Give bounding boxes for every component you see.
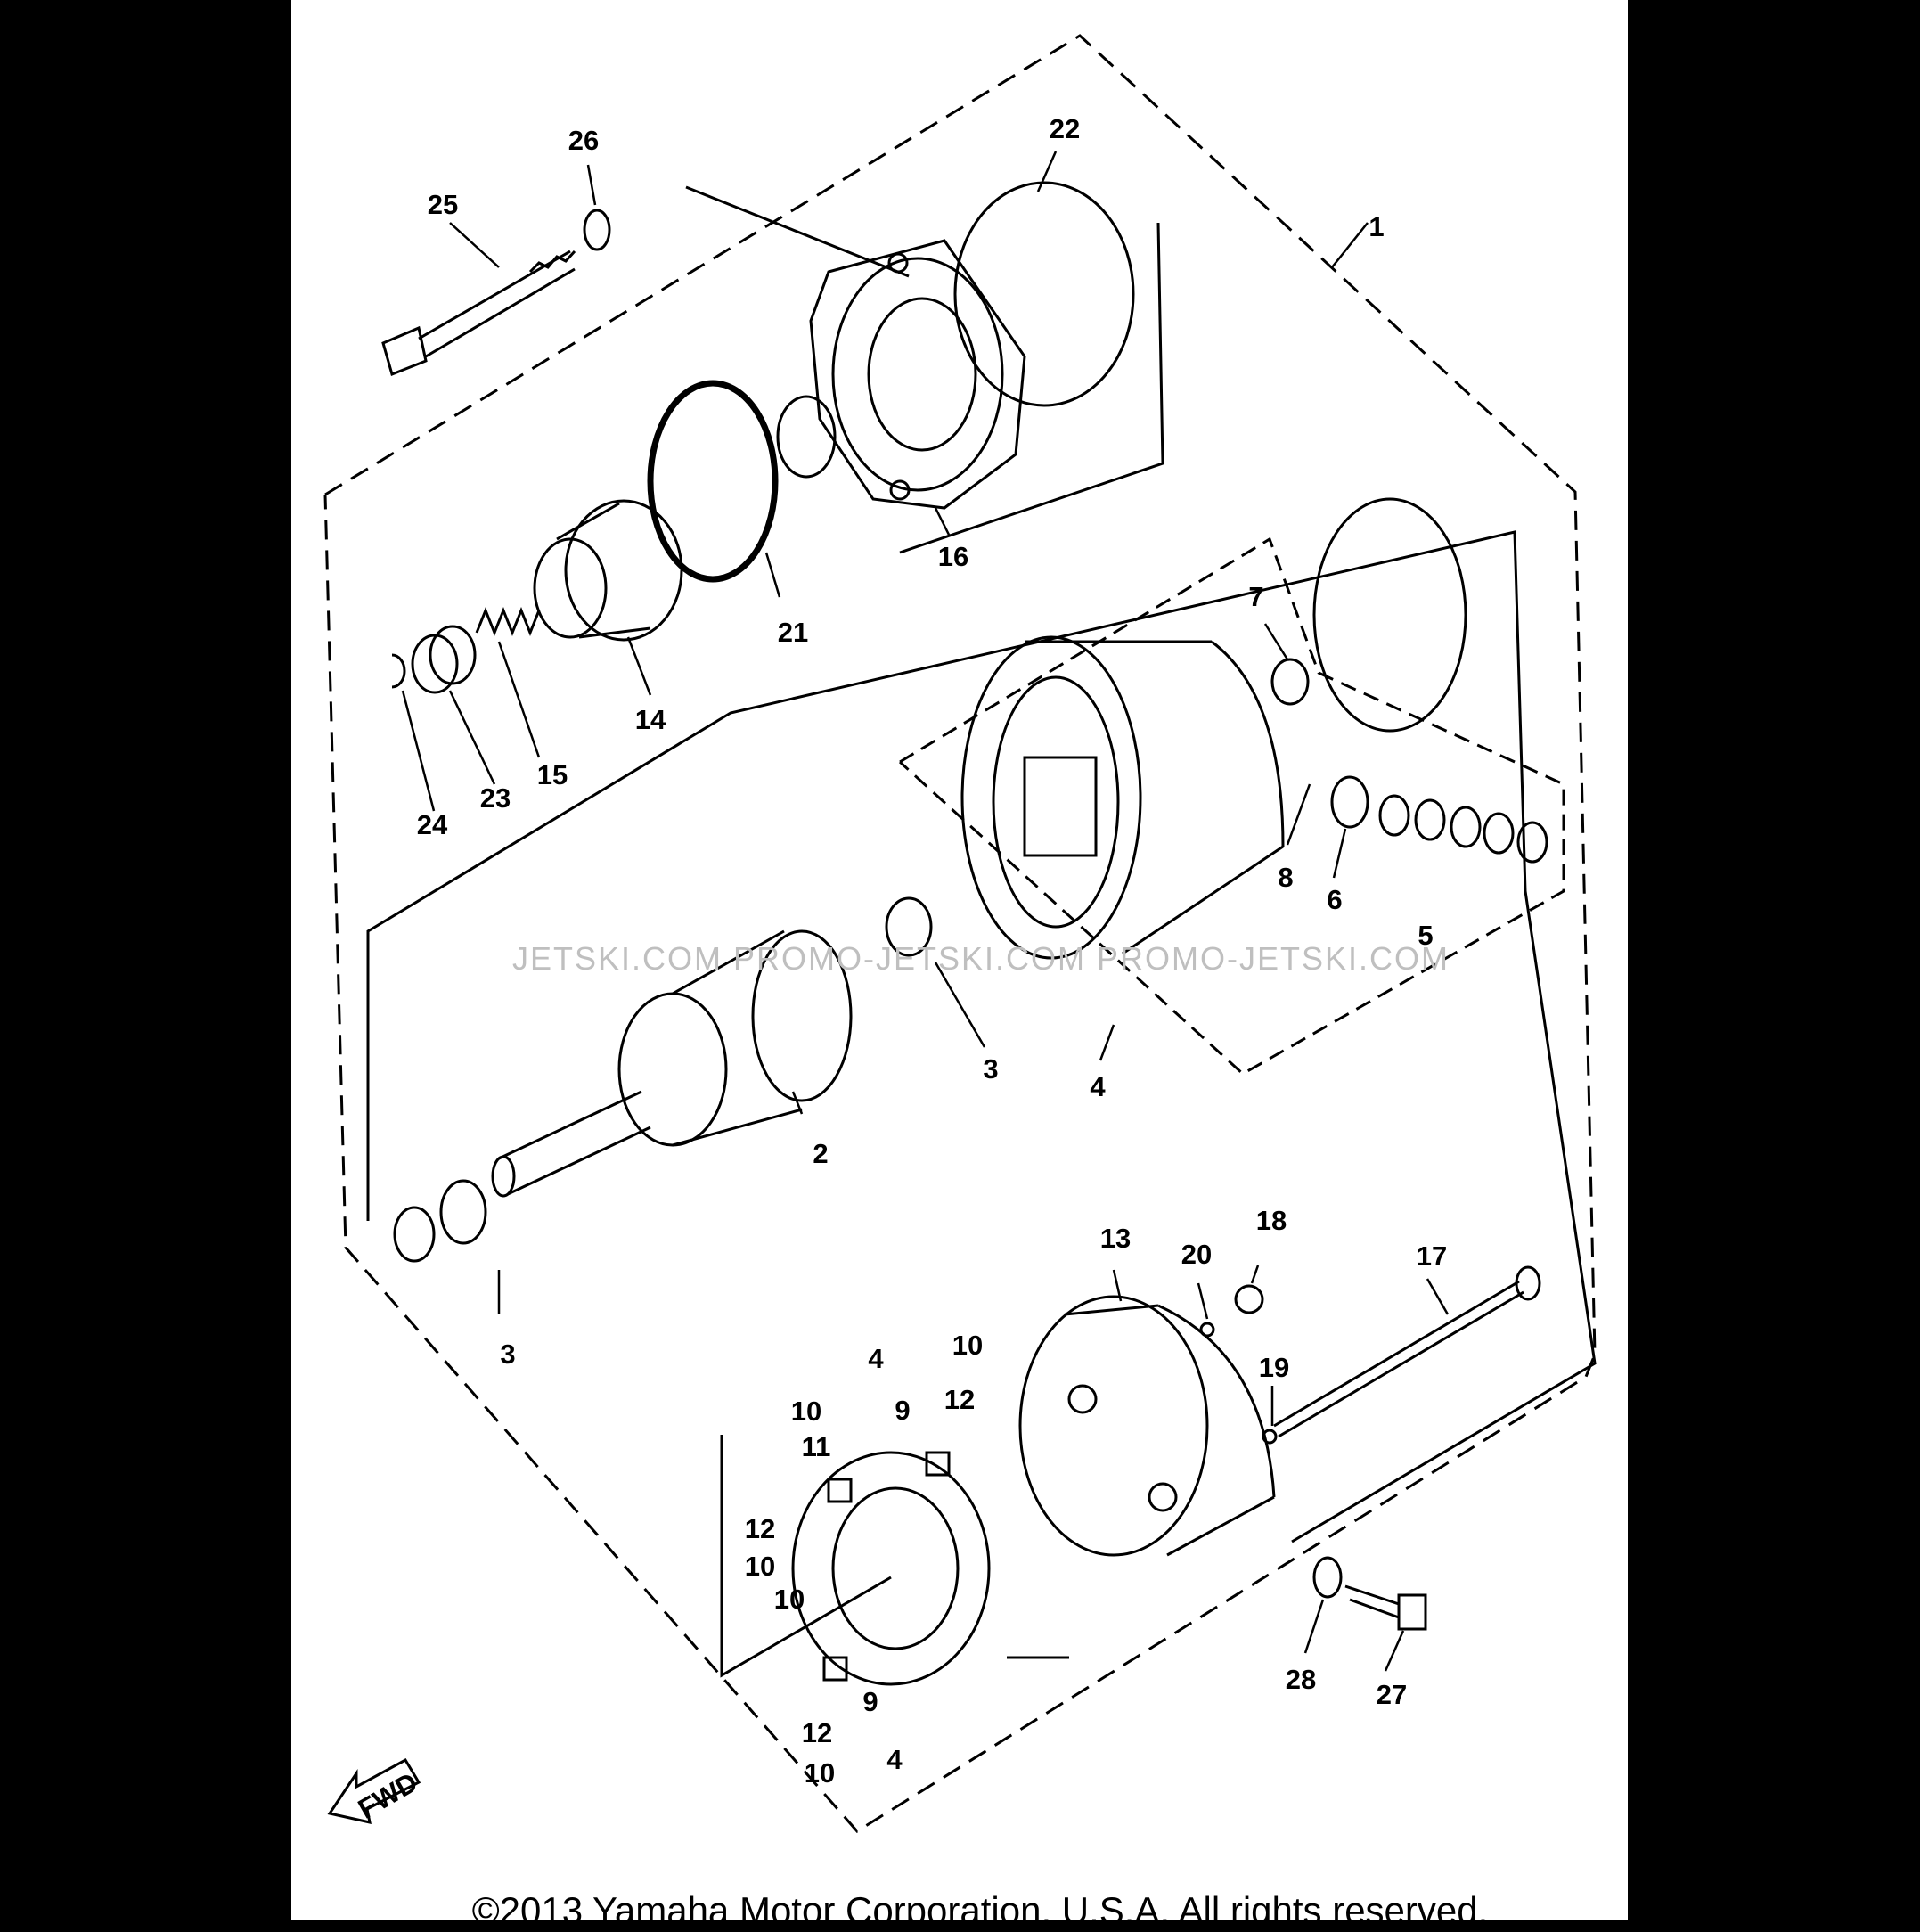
callout-c20: 20: [1181, 1239, 1212, 1270]
bolt-25: [381, 250, 576, 377]
callout-c10b: 10: [791, 1396, 821, 1427]
watermark: JETSKI.COM PROMO-JETSKI.COM PROMO-JETSKI…: [512, 940, 1450, 977]
washer-3-lower-b: [439, 1179, 487, 1245]
callout-c10c: 10: [745, 1551, 775, 1582]
callout-c2: 2: [813, 1138, 828, 1169]
callout-c23: 23: [480, 782, 511, 814]
callout-c7: 7: [1248, 581, 1263, 612]
fwd-arrow: FWD: [327, 1757, 423, 1825]
callout-c1: 1: [1369, 211, 1384, 242]
washer-6: [1330, 775, 1369, 829]
callout-c17: 17: [1417, 1240, 1447, 1272]
brush-holder: [791, 1451, 1069, 1686]
callout-c9a: 9: [895, 1395, 910, 1426]
washer-set-5: [1378, 794, 1548, 864]
clip-24: [391, 653, 406, 689]
washer-20: [1199, 1322, 1215, 1338]
callout-c25: 25: [428, 189, 458, 220]
washer-28: [1312, 1556, 1343, 1599]
o-ring-22: [953, 181, 1135, 407]
callout-c22: 22: [1050, 113, 1080, 144]
callout-c24: 24: [417, 809, 448, 840]
callout-c11: 11: [802, 1431, 831, 1462]
callout-c10d: 10: [774, 1584, 805, 1615]
callout-c3b: 3: [500, 1338, 515, 1370]
callout-c4: 4: [1090, 1071, 1106, 1102]
screw-18: [1234, 1284, 1264, 1314]
copyright-notice: ©2013 Yamaha Motor Corporation, U.S.A. A…: [471, 1889, 1489, 1931]
callout-c15: 15: [537, 759, 568, 790]
callout-c16: 16: [938, 541, 968, 572]
oil-seal: [776, 395, 837, 479]
callout-c13: 13: [1100, 1223, 1131, 1254]
washer-19: [1262, 1429, 1278, 1445]
collar-23: [411, 625, 477, 694]
washer-3-upper: [885, 896, 933, 957]
callout-c4c: 4: [886, 1744, 903, 1775]
callout-c12a: 12: [944, 1384, 975, 1415]
callout-c5: 5: [1418, 920, 1433, 951]
callout-c28: 28: [1286, 1664, 1316, 1695]
callout-c10a: 10: [952, 1330, 983, 1361]
leader-lines: [401, 151, 1450, 1672]
callout-c10e: 10: [805, 1757, 835, 1789]
callout-c3a: 3: [983, 1053, 998, 1085]
through-bolt-17: [1273, 1265, 1541, 1438]
clutch-14: [533, 499, 683, 642]
callout-c6: 6: [1327, 884, 1342, 915]
callout-c4b: 4: [868, 1343, 884, 1374]
callout-c12c: 12: [802, 1717, 832, 1748]
callout-c9b: 9: [862, 1686, 878, 1717]
front-cover-16: [809, 239, 1026, 510]
spring-15: [475, 606, 541, 637]
armature-2: [491, 929, 853, 1198]
callout-c27: 27: [1377, 1679, 1407, 1710]
yoke-4: [960, 635, 1285, 960]
fwd-label: FWD: [353, 1766, 423, 1825]
callout-c18: 18: [1256, 1205, 1287, 1236]
callout-c12b: 12: [745, 1513, 775, 1544]
washer-3-lower-a: [393, 1206, 436, 1263]
callout-c8: 8: [1278, 862, 1293, 893]
callout-c19: 19: [1259, 1352, 1289, 1383]
yoke-boundary: [898, 536, 1565, 1076]
callout-c21: 21: [778, 617, 808, 648]
o-ring-rear: [1312, 497, 1467, 733]
bolt-27: [1344, 1584, 1427, 1631]
washer-26: [583, 209, 611, 251]
rear-cover-13: [1018, 1295, 1276, 1557]
callout-c26: 26: [568, 125, 599, 156]
nut-7: [1270, 658, 1310, 706]
callout-c14: 14: [635, 704, 666, 735]
o-ring-21: [647, 380, 779, 583]
